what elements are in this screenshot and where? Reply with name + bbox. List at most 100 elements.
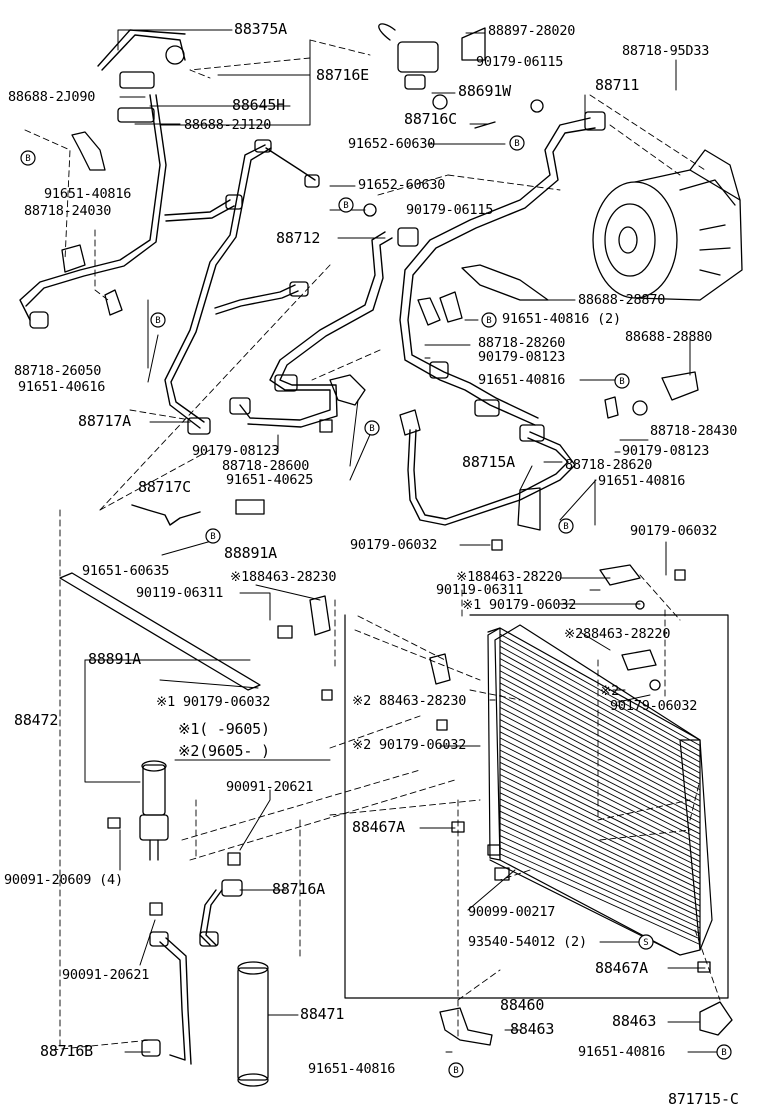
condenser-core xyxy=(487,624,713,956)
part-label: 91651-40816 xyxy=(308,1061,396,1077)
note-1: ※1( -9605) xyxy=(178,720,270,738)
part-label: 88472 xyxy=(14,711,59,729)
part-label: 88717A xyxy=(78,412,131,430)
condenser-fin xyxy=(499,774,701,874)
part-label: 88463 xyxy=(612,1012,657,1030)
part-label: 88463 xyxy=(510,1020,555,1038)
part-label: 88718-95D33 xyxy=(622,43,710,59)
condenser-fin xyxy=(499,804,701,901)
condenser-fin xyxy=(499,835,701,929)
part-label: 88688-28880 xyxy=(625,329,713,345)
badge-b: B xyxy=(721,1048,726,1058)
compressor xyxy=(592,149,743,301)
badge-b: B xyxy=(453,1066,458,1076)
part-label: 88716B xyxy=(40,1042,93,1060)
part-label: 90119-06311 xyxy=(136,585,224,601)
part-label: 91651-40616 xyxy=(18,379,106,395)
pipes xyxy=(19,29,596,1065)
condenser-fin xyxy=(499,645,701,758)
part-label: 91651-40816 xyxy=(478,372,566,388)
part-label: 88715A xyxy=(462,453,515,471)
part-label: 88891A xyxy=(224,544,277,562)
condenser-fin xyxy=(499,798,701,896)
condenser-fin xyxy=(499,780,701,879)
part-label: 90179-06032 xyxy=(350,537,438,553)
condenser-fin xyxy=(499,810,701,907)
receiver-dryer xyxy=(237,961,269,1087)
part-label: 90179-08123 xyxy=(622,443,710,459)
part-label: 88716E xyxy=(316,66,369,84)
part-label: ※188463-28220 xyxy=(456,569,563,585)
part-label: 88688-2J120 xyxy=(184,117,272,133)
part-label: 88717C xyxy=(138,478,191,496)
part-label: 88467A xyxy=(352,818,405,836)
part-label: ※1 90179-06032 xyxy=(462,597,577,613)
part-label: 88718-28260 xyxy=(478,335,566,351)
badge-b: B xyxy=(563,522,568,532)
part-label: ※2 90179-06032 xyxy=(352,737,467,753)
part-label: ※288463-28220 xyxy=(564,626,671,642)
part-label: 90179-06115 xyxy=(476,54,564,70)
part-label: 88716C xyxy=(404,110,457,128)
condenser-fin xyxy=(499,755,701,857)
condenser-fin xyxy=(499,725,701,829)
part-label: 90099-00217 xyxy=(468,904,556,920)
part-label: 90091-20621 xyxy=(226,779,314,795)
condenser-fin xyxy=(499,706,701,813)
badge-letters: B B B B B B B B B S B B xyxy=(25,139,726,1076)
condenser-fin xyxy=(499,676,701,785)
part-label: 90179-06115 xyxy=(406,202,494,218)
condenser-fin xyxy=(499,786,701,885)
part-label: 90091-20621 xyxy=(62,967,150,983)
condenser-fin xyxy=(499,688,701,796)
part-label: 91651-40816 xyxy=(578,1044,666,1060)
part-label: 91652-60630 xyxy=(358,177,446,193)
badge-s: S xyxy=(643,938,648,948)
condenser-fin xyxy=(499,682,701,791)
part-label: 88718-28600 xyxy=(222,458,310,474)
condenser-fin xyxy=(499,737,701,840)
badge-b: B xyxy=(619,377,624,387)
part-label: 88718-26050 xyxy=(14,363,102,379)
badge-b: B xyxy=(343,201,348,211)
condenser-fin xyxy=(499,767,701,868)
part-label: 90119-06311 xyxy=(436,582,524,598)
part-label: 88718-28620 xyxy=(565,457,653,473)
part-label: 88375A xyxy=(234,20,287,38)
part-label: ※2 88463-28230 xyxy=(352,693,467,709)
part-label: 88471 xyxy=(300,1005,345,1023)
badge-b: B xyxy=(514,139,519,149)
condenser-fin xyxy=(499,822,701,918)
condenser-fin xyxy=(499,749,701,851)
part-label: 88712 xyxy=(276,229,321,247)
part-label: 88718-28430 xyxy=(650,423,738,439)
condenser-fin xyxy=(499,658,701,769)
part-label: 91651-40625 xyxy=(226,472,314,488)
part-label: 91652-60630 xyxy=(348,136,436,152)
part-label: 88460 xyxy=(500,996,545,1014)
condenser-fin xyxy=(499,651,701,763)
condenser-fin xyxy=(499,713,701,818)
part-label: 91651-40816 (2) xyxy=(502,311,621,327)
part-label: 88891A xyxy=(88,650,141,668)
part-label: 91651-40816 xyxy=(44,186,132,202)
part-label: 91651-60635 xyxy=(82,563,170,579)
part-label: ※188463-28230 xyxy=(230,569,337,585)
part-label: ※1 90179-06032 xyxy=(156,694,271,710)
condenser-fin xyxy=(499,633,701,746)
condenser-fin xyxy=(499,847,701,940)
note-2: ※2(9605- ) xyxy=(178,742,270,760)
condenser-fin xyxy=(499,816,701,912)
condenser-fin xyxy=(499,761,701,863)
part-label: 88718-24030 xyxy=(24,203,112,219)
badges xyxy=(20,135,732,1078)
part-label: 90179-08123 xyxy=(478,349,566,365)
badge-b: B xyxy=(486,316,491,326)
diagram-code: 871715-C xyxy=(668,1090,739,1108)
part-label: 88711 xyxy=(595,76,640,94)
part-label: 88467A xyxy=(595,959,648,977)
condenser-fin xyxy=(499,700,701,807)
condenser-fin xyxy=(499,694,701,802)
condenser-fin xyxy=(499,639,701,752)
badge-b: B xyxy=(155,316,160,326)
